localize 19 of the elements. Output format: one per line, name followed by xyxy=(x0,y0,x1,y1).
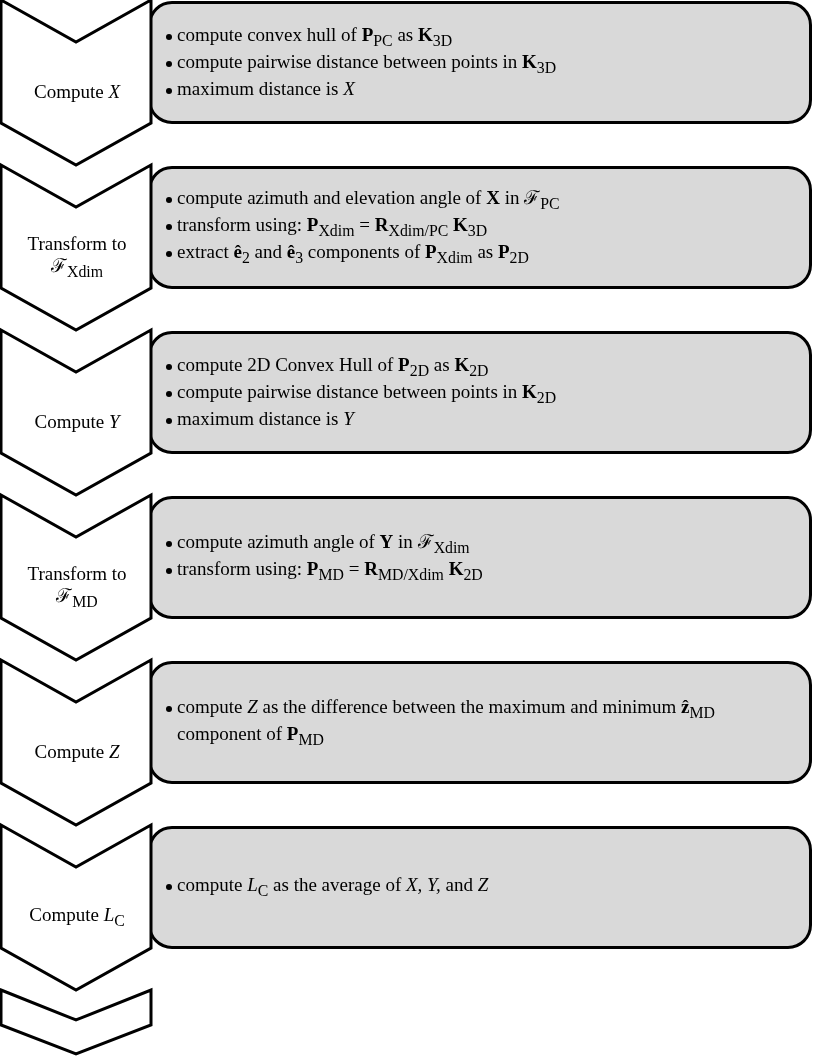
bullet-text: compute convex hull of P$_{PC}$ as K$_{3D}$ xyxy=(177,24,453,46)
bullet-text: compute Z as the difference between the maximum and minimum ẑ$_{MD}$ component of P$_{MD}$ xyxy=(177,695,716,744)
bullet-text: compute pairwise distance between points in K$_{3D}$ xyxy=(177,51,557,73)
bullet-text: compute 2D Convex Hull of P$_{2D}$ as K$_{2D}$ xyxy=(177,354,489,376)
bullet-text: compute azimuth and elevation angle of X in ℱ$_{PC}$ xyxy=(177,187,560,209)
step-label: Transform to ℱ$_{Xdim}$ xyxy=(26,233,128,281)
bullet-text: extract ê$_{2}$ and ê$_{3}$ components of P$_{Xdim}$ as P$_{2D}$ xyxy=(177,240,529,262)
bullet-text: transform using: P$_{Xdim}$ = R$_{Xdim/PC}$ K$_{3D}$ xyxy=(177,214,488,236)
step-label: Compute Y xyxy=(34,411,120,433)
bullet-text: compute pairwise distance between points in K$_{2D}$ xyxy=(177,381,557,403)
step-label: Compute X xyxy=(34,81,120,103)
bullet-text: transform using: P$_{MD}$ = R$_{MD/Xdim}$ K$_{2D}$ xyxy=(177,557,483,579)
bullet-text: maximum distance is Y xyxy=(177,407,354,429)
step-label: Compute Z xyxy=(34,741,120,763)
bullet-text: compute azimuth angle of Y in ℱ$_{Xdim}$ xyxy=(177,530,470,552)
bullet-text: compute L$_{C}$ as the average of X, Y, and Z xyxy=(177,874,489,896)
bullet-text: maximum distance is X xyxy=(177,77,355,99)
step-label: Transform to ℱ$_{MD}$ xyxy=(26,563,128,611)
step-label: Compute L$_{C}$ xyxy=(29,904,125,930)
